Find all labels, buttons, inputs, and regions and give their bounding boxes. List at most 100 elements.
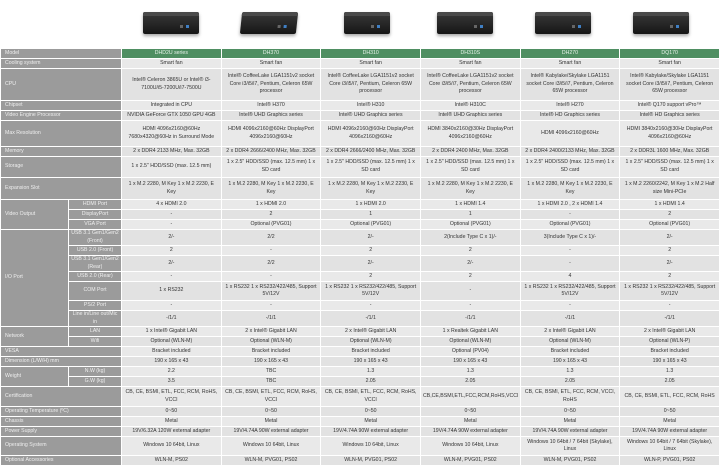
spec-value-cell: Bracket included: [321, 347, 420, 357]
spec-value-cell: -: [122, 210, 221, 219]
spec-value-cell: WLN-M, PVG01, PS02: [420, 456, 520, 466]
spec-value-cell: 190 x 165 x 43: [122, 357, 221, 367]
spec-value-cell: 2.05: [520, 377, 620, 387]
model-header-dh270: DH270: [520, 49, 620, 58]
spec-value-cell: -/1/1: [122, 311, 221, 327]
spec-value-cell: Optional (WLN-M): [321, 337, 420, 347]
spec-value-cell: Metal: [321, 417, 420, 427]
spec-value-cell: 2: [420, 272, 520, 282]
spec-value-cell: 2 x Intel® Gigabit LAN: [620, 327, 719, 337]
spec-value-cell: Intel® CoffeeLake LGA1151v2 socket Core …: [221, 69, 321, 100]
spec-value-cell: 1 x M.2 2280, M Key 1 x M.2 2230, E Key: [420, 178, 520, 199]
spec-value-cell: Intel® Q170 support vPro™: [620, 101, 719, 110]
spec-value-cell: Intel® UHD Graphics series: [221, 111, 321, 120]
spec-value-cell: Smart fan: [122, 59, 221, 68]
spec-value-cell: -: [420, 282, 520, 301]
spec-value-cell: Optional (PVG01): [321, 220, 420, 229]
spec-value-cell: TBC: [221, 367, 321, 377]
spec-value-cell: Optional (PVG01): [620, 220, 719, 229]
spec-value-cell: HDMI 4096x2160@60Hz 7680x4320@60Hz in Su…: [122, 121, 221, 146]
spec-value-cell: 2: [620, 272, 719, 282]
model-header-dh310: DH310: [321, 49, 420, 58]
spec-value-cell: Windows 10 64bit / 7 64bit (Skylake), Li…: [620, 437, 719, 456]
spec-value-cell: 2: [321, 272, 420, 282]
spec-value-cell: 19V/4.74A 90W external adapter: [321, 427, 420, 437]
spec-value-cell: WLN-P, PVG01, PS02: [620, 456, 719, 466]
spec-value-cell: 1: [321, 210, 420, 219]
spec-value-cell: WLN-M, PVG01, PS02: [321, 456, 420, 466]
spec-value-cell: 190 x 165 x 43: [321, 357, 420, 367]
spec-value-cell: Bracket included: [520, 347, 620, 357]
spec-value-cell: CB, CE, BSMI, ETL, FCC, RCM, VCCI, RoHS: [520, 387, 620, 407]
spec-value-cell: 1 x 2.5" HDD/SSD (max. 12.5 mm) 1 x SD c…: [620, 157, 719, 177]
row-label: Memory: [1, 147, 122, 156]
sub-row-label: G.W (kg): [69, 377, 122, 387]
product-image-dq170: [612, 8, 709, 36]
spec-value-cell: 2: [620, 246, 719, 256]
spec-value-cell: 2 x DDR4 2666/2400 MHz, Max. 32GB: [321, 147, 420, 156]
mini-pc-image-icon: [142, 12, 199, 34]
spec-value-cell: 2 x DDR3L 1600 MHz, Max. 32GB: [620, 147, 719, 156]
spec-value-cell: Intel® H370: [221, 101, 321, 110]
spec-value-cell: Windows 10 64bit, Linux: [321, 437, 420, 456]
model-header-label: Model: [1, 49, 122, 58]
model-header-dhd2u: DHD2U series: [122, 49, 221, 58]
sub-row-label: USB 2.0 (Rear): [69, 272, 122, 282]
spec-value-cell: Windows 10 64bit / 7 64bit (Skylake), Li…: [520, 437, 620, 456]
spec-value-cell: 190 x 165 x 43: [420, 357, 520, 367]
spec-value-cell: Intel® H310: [321, 101, 420, 110]
row-label: Power Supply: [1, 427, 122, 437]
spec-value-cell: 19V/4.74A 90W external adapter: [420, 427, 520, 437]
spec-value-cell: 1 x Intel® Gigabit LAN: [122, 327, 221, 337]
spec-value-cell: CB, CE, BSMI, ETL, FCC, RCM, RoHS, VCCI: [221, 387, 321, 407]
sub-row-label: LAN: [69, 327, 122, 337]
spec-value-cell: Bracket included: [122, 347, 221, 357]
spec-value-cell: 190 x 165 x 43: [520, 357, 620, 367]
spec-value-cell: Metal: [520, 417, 620, 427]
spec-value-cell: Optional (PVG01): [221, 220, 321, 229]
row-label: Cooling system: [1, 59, 122, 68]
spec-value-cell: 1 x HDMI 1.4: [420, 200, 520, 209]
spec-value-cell: 2 x DDR4 2400 MHz, Max. 32GB: [420, 147, 520, 156]
spec-value-cell: 2: [321, 246, 420, 256]
spec-value-cell: Smart fan: [221, 59, 321, 68]
spec-value-cell: HDMI 4096x2160@60Hz: [520, 121, 620, 146]
spec-value-cell: 2: [420, 246, 520, 256]
spec-value-cell: WLN-M, PVG01, PS02: [520, 456, 620, 466]
sub-row-label: COM Port: [69, 282, 122, 301]
model-header-dq170: DQ170: [620, 49, 719, 58]
spec-value-cell: 2/-: [620, 256, 719, 272]
row-label: Storage: [1, 157, 122, 177]
mini-pc-image-icon: [534, 12, 591, 34]
spec-value-cell: Intel® Kabylake/Skylake LGA1151 socket C…: [620, 69, 719, 100]
spec-value-cell: 1 x M.2 2280, M Key 1 x M.2 2230, E Key: [122, 178, 221, 199]
spec-value-cell: 0~50: [620, 407, 719, 417]
spec-value-cell: 1 x RS232 1 x RS232/422/485, Support 5V/…: [520, 282, 620, 301]
spec-value-cell: 1 x RS232: [122, 282, 221, 301]
spec-value-cell: -/1/1: [221, 311, 321, 327]
spec-value-cell: TBC: [221, 377, 321, 387]
product-image-dh370: [220, 8, 317, 36]
spec-value-cell: 2(Include Type C x 1)/-: [420, 230, 520, 246]
spec-value-cell: CB, CE, BSMI, ETL, FCC, RCM, RoHS, VCCI: [321, 387, 420, 407]
spec-value-cell: Optional (PVG01): [520, 220, 620, 229]
spec-value-cell: -: [321, 301, 420, 311]
spec-value-cell: Intel® UHD Graphics series: [420, 111, 520, 120]
row-label: Chassis: [1, 417, 122, 427]
row-label: Video Engine Processor: [1, 111, 122, 120]
spec-value-cell: Intel® Celeron 3865U or Intel® i3-7100U/…: [122, 69, 221, 100]
spec-value-cell: 1.3: [620, 367, 719, 377]
spec-value-cell: -: [122, 301, 221, 311]
spec-value-cell: 0~50: [520, 407, 620, 417]
